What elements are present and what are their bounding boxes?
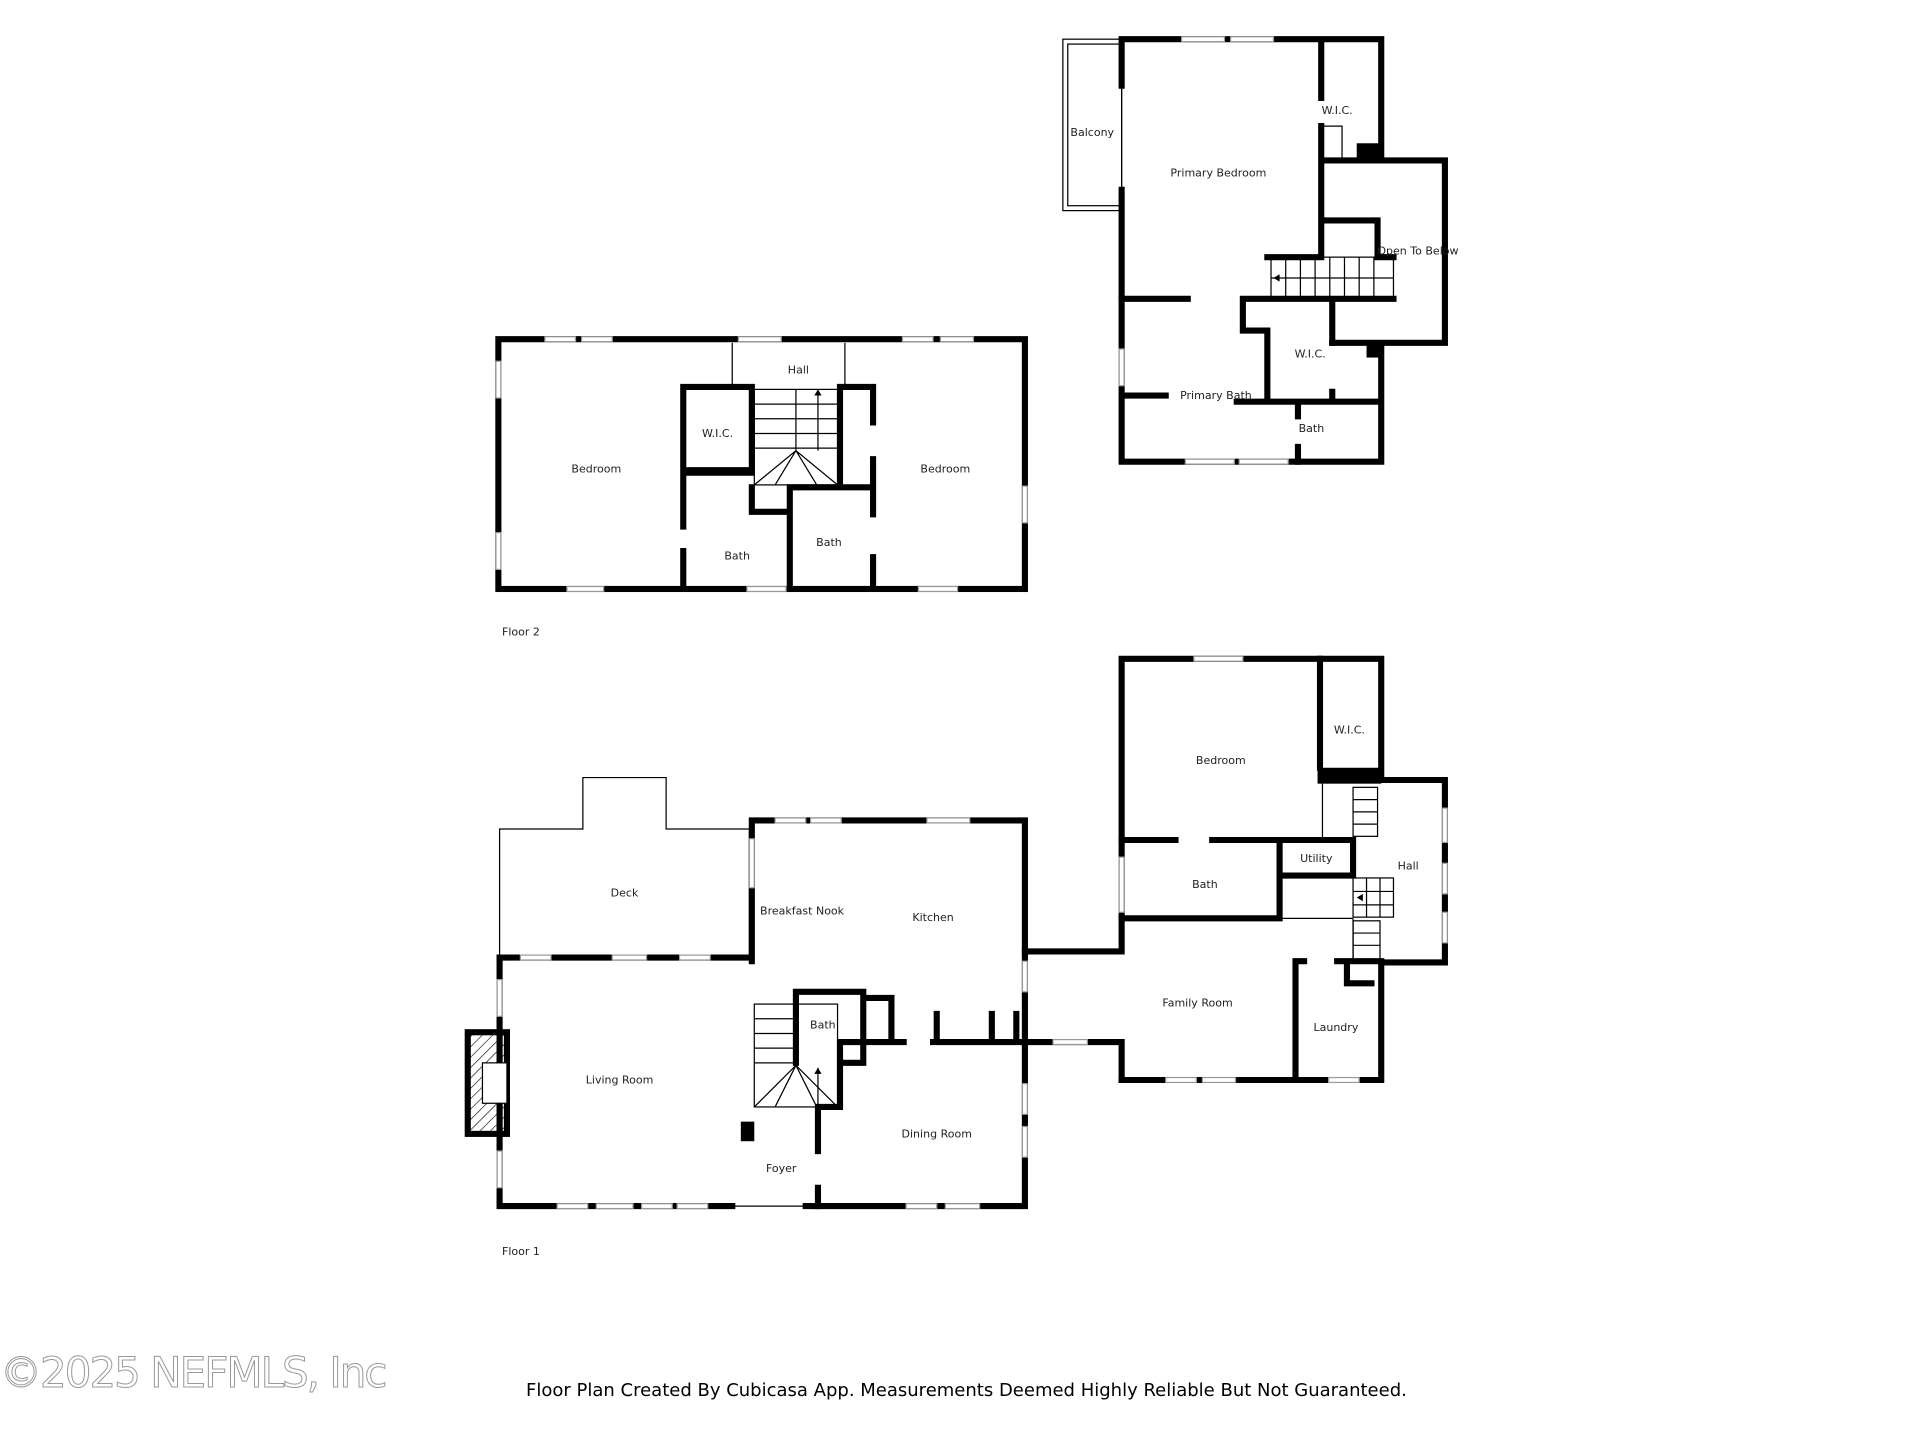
stairs-floor1-wing: [1352, 786, 1395, 961]
room-label-primary-bedroom: Primary Bedroom: [1170, 166, 1266, 179]
floor2-main: Hall W.I.C. Bedroom Bedroom Bath Bath Fl…: [495, 336, 1028, 639]
room-label-wic: W.I.C.: [702, 427, 733, 440]
room-label-foyer: Foyer: [766, 1162, 797, 1175]
room-label-utility: Utility: [1300, 852, 1333, 865]
room-label-wic: W.I.C.: [1334, 723, 1365, 736]
room-label-bath: Bath: [1192, 878, 1218, 891]
room-label-bath: Bath: [724, 550, 750, 563]
stairs-floor1: [753, 1003, 839, 1108]
room-label-bath: Bath: [816, 536, 842, 549]
floor2-primary-suite: Balcony Primary Bedroom W.I.C. Open To B…: [1062, 36, 1459, 465]
room-label-bedroom: Bedroom: [1196, 754, 1246, 767]
room-label-balcony: Balcony: [1070, 126, 1114, 139]
room-label-bedroom: Bedroom: [571, 463, 621, 476]
room-label-hall: Hall: [788, 363, 809, 376]
room-label-bath: Bath: [1299, 422, 1325, 435]
stairs-floor2-suite: [1270, 256, 1395, 300]
room-label-deck: Deck: [611, 886, 639, 899]
room-label-breakfast-nook: Breakfast Nook: [760, 905, 845, 918]
stairs-floor2: [753, 388, 839, 486]
stair-arrow-icon: [1356, 893, 1363, 902]
disclaimer: Floor Plan Created By Cubicasa App. Meas…: [526, 1380, 1407, 1401]
room-label-wic: W.I.C.: [1295, 348, 1326, 361]
room-label-open-to-below: Open To Below: [1377, 245, 1458, 258]
room-label-hall: Hall: [1398, 859, 1419, 872]
room-label-bedroom: Bedroom: [920, 463, 970, 476]
room-label-laundry: Laundry: [1313, 1021, 1358, 1034]
room-label-living-room: Living Room: [586, 1074, 654, 1087]
floor1-main: Deck Breakfast Nook Kitchen Living Room …: [464, 776, 1125, 1258]
room-label-dining-room: Dining Room: [902, 1128, 972, 1141]
room-label-bath: Bath: [810, 1019, 836, 1032]
room-label-primary-bath: Primary Bath: [1180, 389, 1252, 402]
room-label-kitchen: Kitchen: [912, 911, 953, 924]
room-label-family-room: Family Room: [1162, 997, 1232, 1010]
floor1-wing: Bedroom W.I.C. Utility Hall Bath Family …: [1118, 655, 1448, 1084]
stair-arrow-icon: [1273, 274, 1280, 282]
floor-label: Floor 1: [502, 1245, 540, 1258]
floor-label: Floor 2: [502, 626, 540, 639]
watermark: ©2025 NEFMLS, Inc: [0, 1348, 388, 1398]
balcony-outline: [1062, 38, 1123, 212]
room-label-wic: W.I.C.: [1322, 104, 1353, 117]
stair-arrow-icon: [814, 1067, 822, 1074]
